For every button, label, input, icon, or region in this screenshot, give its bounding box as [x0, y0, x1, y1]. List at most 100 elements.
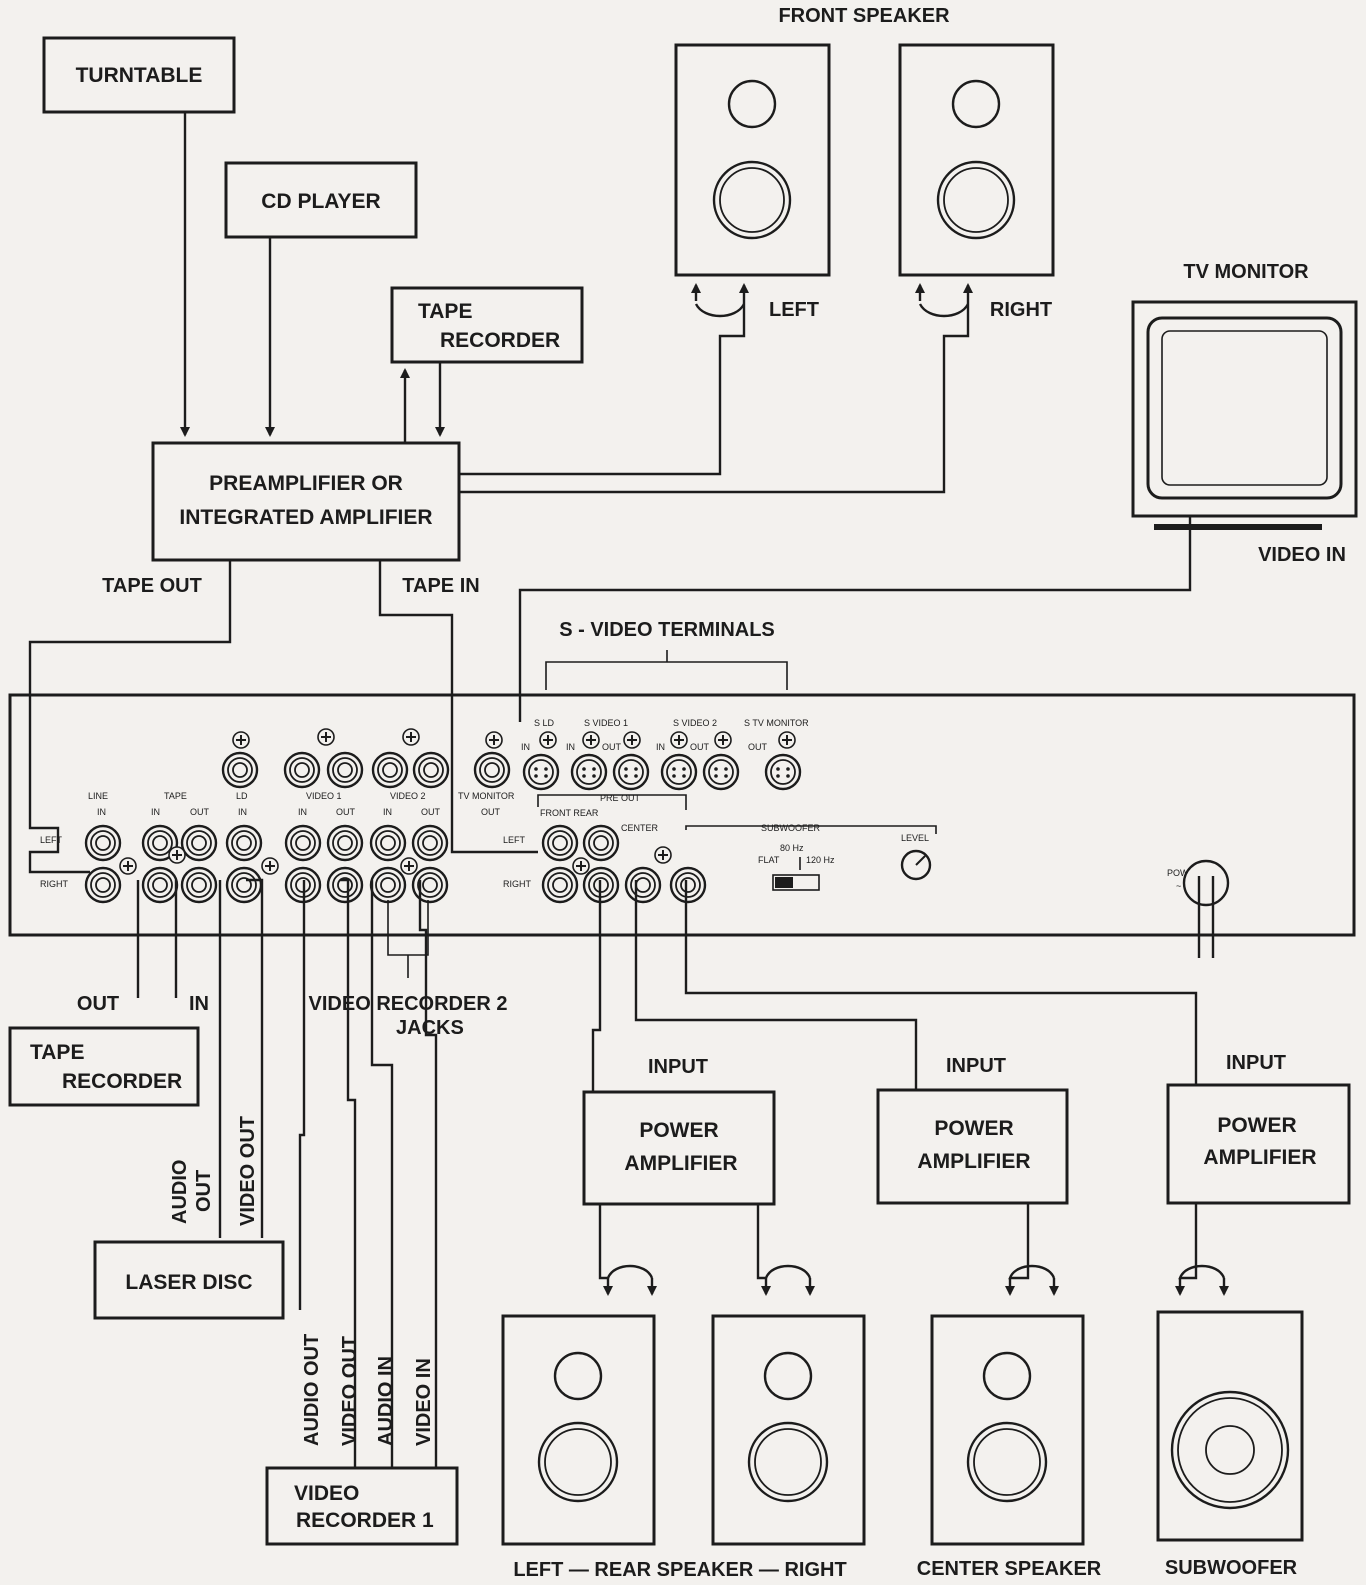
rear-speaker-label: LEFT — REAR SPEAKER — RIGHT — [513, 1559, 846, 1581]
s-video1-out-jack[interactable] — [612, 753, 650, 791]
panel-sv2-in-label: IN — [656, 742, 665, 752]
front-speaker-left — [674, 43, 831, 277]
panel-svideo1-label: S VIDEO 1 — [584, 718, 628, 728]
wiring-lower — [136, 878, 1198, 1470]
video2-top-in-jack[interactable] — [371, 751, 409, 789]
panel-tape-label: TAPE — [164, 791, 187, 801]
video2-top-out-jack[interactable] — [412, 751, 450, 789]
tv-monitor-title: TV MONITOR — [1183, 261, 1309, 283]
subwoofer-speaker — [1156, 1310, 1304, 1542]
s-video2-out-jack[interactable] — [702, 753, 740, 791]
amp-speaker-wires — [598, 1203, 1229, 1296]
video-recorder-2-label-line2: JACKS — [396, 1017, 464, 1039]
ground-terminal[interactable] — [539, 731, 557, 749]
tape-out-left-jack[interactable] — [180, 824, 218, 862]
cd-player-label: CD PLAYER — [261, 190, 380, 213]
ground-terminal[interactable] — [654, 846, 672, 864]
tv-monitor-out-jack[interactable] — [473, 751, 511, 789]
video2-in-left-jack[interactable] — [369, 824, 407, 862]
subwoofer-label: SUBWOOFER — [1165, 1557, 1298, 1579]
tape-recorder-top-line2: RECORDER — [440, 329, 560, 352]
panel-center-label: CENTER — [621, 823, 659, 833]
video2-in-right-jack[interactable] — [369, 866, 407, 904]
ground-terminal[interactable] — [402, 728, 420, 746]
tape-recorder-top-line1: TAPE — [418, 300, 472, 323]
panel-video1-in-label: IN — [298, 807, 307, 817]
panel-video2-out-label: OUT — [421, 807, 441, 817]
preout-rear-left-jack[interactable] — [582, 824, 620, 862]
s-video-bracket — [545, 650, 788, 690]
panel-sv1-in-label: IN — [566, 742, 575, 752]
panel-tv-monitor-out-label: OUT — [481, 807, 501, 817]
level-knob[interactable] — [900, 849, 932, 881]
video1-top-out-jack[interactable] — [326, 751, 364, 789]
tape-out-right-jack[interactable] — [180, 866, 218, 904]
ground-terminal[interactable] — [400, 857, 418, 875]
video1-top-in-jack[interactable] — [283, 751, 321, 789]
preout-front-left-jack[interactable] — [541, 824, 579, 862]
ground-terminal[interactable] — [485, 731, 503, 749]
video2-out-left-jack[interactable] — [411, 824, 449, 862]
subwoofer-out-jack[interactable] — [669, 866, 707, 904]
s-tv-monitor-out-jack[interactable] — [764, 753, 802, 791]
panel-subwoofer-label: SUBWOOFER — [761, 823, 821, 833]
panel-stvmonitor-label: S TV MONITOR — [744, 718, 809, 728]
panel-tape-out-label: OUT — [190, 807, 210, 817]
vr1-audio-in: AUDIO IN — [375, 1356, 397, 1446]
ground-terminal[interactable] — [670, 731, 688, 749]
receiver-jacks — [84, 751, 802, 904]
power-amp-2-input-label: INPUT — [946, 1055, 1006, 1077]
power-amp-1: INPUT POWER AMPLIFIER — [582, 1056, 776, 1206]
video1-in-left-jack[interactable] — [284, 824, 322, 862]
panel-preout-left-label: LEFT — [503, 835, 526, 845]
panel-stv-out-label: OUT — [748, 742, 768, 752]
ground-terminal[interactable] — [261, 857, 279, 875]
subwoofer-bracket — [685, 825, 937, 834]
ld-in-right-jack[interactable] — [225, 866, 263, 904]
panel-sv1-out-label: OUT — [602, 742, 622, 752]
video1-out-left-jack[interactable] — [326, 824, 364, 862]
video-recorder-1-line1: VIDEO — [294, 1482, 359, 1505]
power-amp-1-input-label: INPUT — [648, 1056, 708, 1078]
panel-video2-in-label: IN — [383, 807, 392, 817]
ld-in-left-jack[interactable] — [225, 824, 263, 862]
preout-center-jack[interactable] — [624, 866, 662, 904]
line-in-right-jack[interactable] — [84, 866, 122, 904]
ground-terminal[interactable] — [582, 731, 600, 749]
wiring-upper — [28, 112, 1192, 874]
preout-front-right-jack[interactable] — [541, 866, 579, 904]
laser-disc-audio-out-line2: OUT — [193, 1170, 215, 1212]
tape-in-left-jack[interactable] — [141, 824, 179, 862]
tape-in-right-jack[interactable] — [141, 866, 179, 904]
tv-monitor — [1131, 300, 1358, 530]
panel-ld-label: LD — [236, 791, 248, 801]
ground-terminal[interactable] — [232, 731, 250, 749]
front-speaker-right — [898, 43, 1055, 277]
panel-pre-out-label: PRE OUT — [600, 793, 641, 803]
video-recorder-2-label-line1: VIDEO RECORDER 2 — [309, 993, 508, 1015]
tape-recorder-bottom-line2: RECORDER — [62, 1070, 182, 1093]
ground-terminal[interactable] — [714, 731, 732, 749]
laser-disc-video-out: VIDEO OUT — [237, 1116, 259, 1226]
panel-front-rear-label: FRONT REAR — [540, 808, 599, 818]
video1-out-right-jack[interactable] — [326, 866, 364, 904]
video-recorder-1-box: VIDEO RECORDER 1 — [265, 1466, 459, 1546]
ground-terminal[interactable] — [623, 731, 641, 749]
ground-terminal[interactable] — [778, 731, 796, 749]
ground-terminal[interactable] — [572, 857, 590, 875]
preamplifier-box: PREAMPLIFIER OR INTEGRATED AMPLIFIER — [151, 441, 461, 562]
ld-top-jack[interactable] — [221, 751, 259, 789]
panel-line-label: LINE — [88, 791, 108, 801]
s-video2-in-jack[interactable] — [660, 753, 698, 791]
s-video1-in-jack[interactable] — [570, 753, 608, 791]
video-recorder-1-line2: RECORDER 1 — [296, 1509, 434, 1532]
ground-terminal[interactable] — [168, 846, 186, 864]
video2-out-right-jack[interactable] — [411, 866, 449, 904]
ground-terminal[interactable] — [119, 857, 137, 875]
panel-80hz-label: 80 Hz — [780, 843, 804, 853]
line-in-left-jack[interactable] — [84, 824, 122, 862]
s-ld-in-jack[interactable] — [522, 753, 560, 791]
laser-disc-audio-out-line1: AUDIO — [169, 1160, 191, 1224]
ground-terminal[interactable] — [317, 728, 335, 746]
rear-speaker-left — [501, 1314, 656, 1546]
